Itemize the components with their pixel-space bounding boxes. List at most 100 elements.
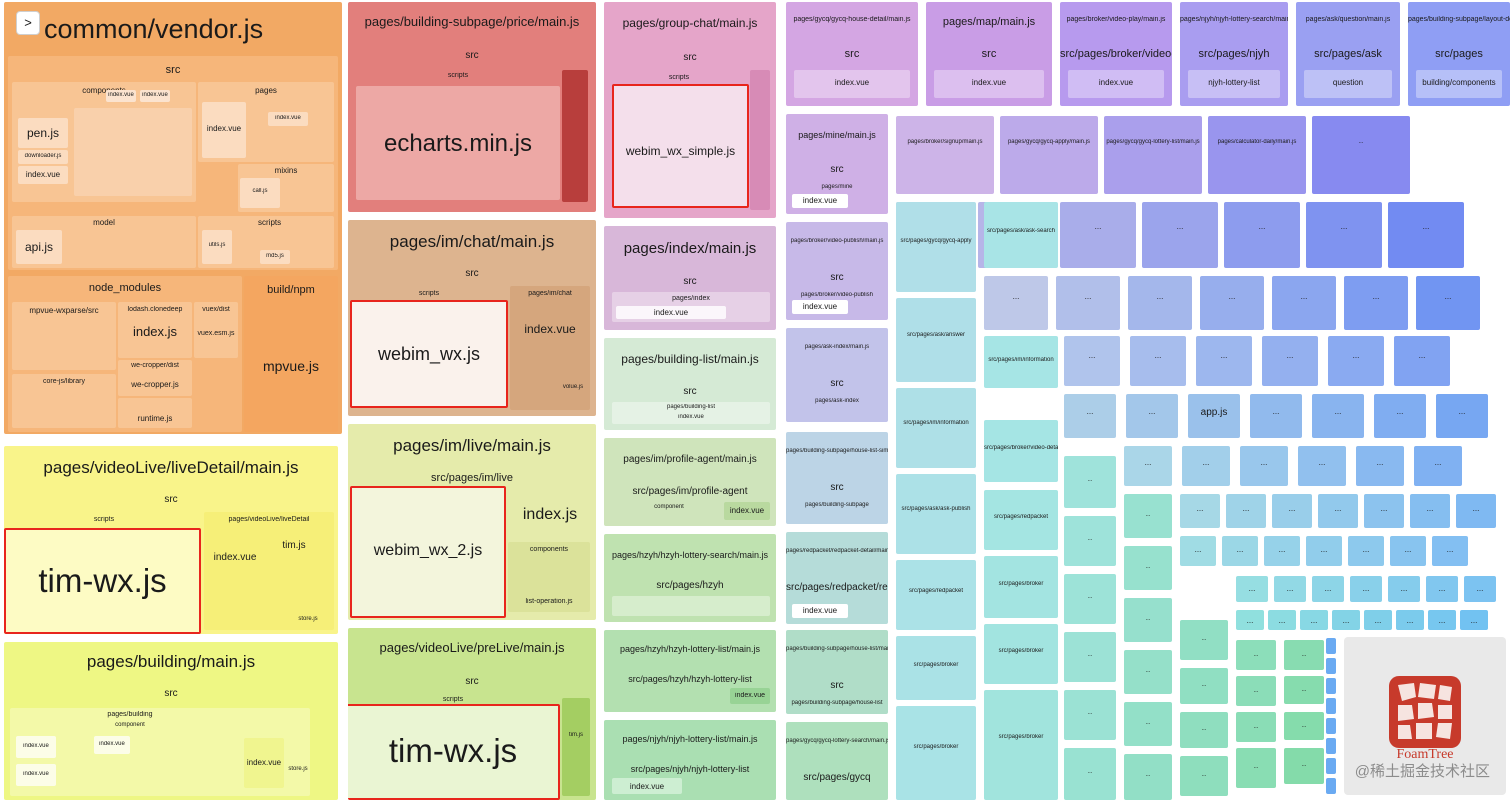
module-tile[interactable] xyxy=(1326,678,1336,694)
module-tile[interactable]: ... xyxy=(1124,494,1172,538)
bundle-hzyh-search[interactable]: pages/hzyh/hzyh-lottery-search/main.js s… xyxy=(604,534,776,622)
module-tile[interactable]: ... xyxy=(1432,536,1468,566)
module-tile[interactable]: ... xyxy=(1318,494,1358,528)
file-index-js[interactable]: index.js xyxy=(132,324,178,339)
module-tile[interactable]: ... xyxy=(1180,536,1216,566)
module-tile[interactable]: ... xyxy=(1128,276,1192,330)
file-tim-js[interactable]: tim.js xyxy=(282,540,306,551)
module-tile[interactable]: ... xyxy=(1328,336,1384,386)
module-tile[interactable]: ... xyxy=(1064,394,1116,438)
module-tile[interactable]: ... xyxy=(1064,632,1116,682)
module-tile[interactable]: ... xyxy=(1262,336,1318,386)
file-index-vue[interactable]: index.vue xyxy=(213,552,257,563)
module-tile[interactable]: ... xyxy=(1064,336,1120,386)
module-tile[interactable]: ... xyxy=(1268,610,1296,630)
tile-inner[interactable]: question xyxy=(1304,70,1392,98)
file-list-operation[interactable]: list-operation.js xyxy=(525,598,573,605)
folder-mpvue-wxparse[interactable]: mpvue-wxparse/src xyxy=(12,302,116,370)
module-tile[interactable]: ... xyxy=(1284,640,1324,670)
file-index-vue[interactable]: index.vue xyxy=(244,738,284,788)
file-mpvue-js[interactable]: mpvue.js xyxy=(262,358,320,374)
folder-vuex-dist[interactable]: vuex/dist vuex.esm.js xyxy=(194,302,238,358)
folder-we-cropper[interactable]: we-cropper/dist we-cropper.js xyxy=(118,360,192,396)
file-vuex-esm[interactable]: vuex.esm.js xyxy=(197,330,235,337)
bundle-building-list[interactable]: pages/building-list/main.js src pages/bu… xyxy=(604,338,776,430)
folder-build-npm[interactable]: build/npm mpvue.js xyxy=(244,276,338,432)
bundle-price[interactable]: pages/building-subpage/price/main.js src… xyxy=(348,2,596,212)
file-index-vue[interactable]: index.vue xyxy=(140,90,170,102)
module-tile[interactable] xyxy=(1326,658,1336,674)
file-index-vue[interactable]: index.vue xyxy=(18,166,68,184)
file-echarts-min-js[interactable]: echarts.min.js xyxy=(356,86,560,200)
folder-src[interactable]: src components pen.js downloader.js inde… xyxy=(8,56,338,270)
module-tile[interactable]: ... xyxy=(1388,576,1420,602)
file-index-vue[interactable]: index.vue xyxy=(268,112,308,126)
module-tile[interactable]: ... xyxy=(1124,650,1172,694)
module-tile[interactable]: ... xyxy=(1130,336,1186,386)
module-tile[interactable]: ... xyxy=(1356,446,1404,486)
tile-inner[interactable]: njyh-lottery-list xyxy=(1188,70,1280,98)
module-tile[interactable]: src/pages/redpacket xyxy=(896,560,976,630)
folder-mixins[interactable]: mixins call.js xyxy=(238,164,334,212)
tile-inner[interactable]: index.vue xyxy=(934,70,1044,98)
module-tile[interactable]: ... xyxy=(1284,676,1324,704)
module-tile[interactable]: ... xyxy=(1180,668,1228,704)
module-tile[interactable]: ... xyxy=(1064,690,1116,740)
module-tile[interactable]: ... xyxy=(1428,610,1456,630)
module-block[interactable] xyxy=(74,108,192,196)
module-tile[interactable]: ... xyxy=(1456,494,1496,528)
module-tile[interactable]: ... xyxy=(1464,576,1496,602)
module-tile[interactable]: ... xyxy=(1180,712,1228,748)
module-tile[interactable]: ... xyxy=(984,276,1048,330)
file-index-vue[interactable]: index.vue xyxy=(94,736,130,754)
module-tile[interactable]: ... xyxy=(1142,202,1218,268)
module-block[interactable] xyxy=(750,70,770,210)
bundle-building[interactable]: pages/building/main.js src pages/buildin… xyxy=(4,642,338,800)
module-tile[interactable]: ... xyxy=(1240,446,1288,486)
file-index-vue[interactable]: index.vue xyxy=(202,102,246,158)
file-store-js[interactable]: store.js xyxy=(288,766,308,772)
file-index-vue[interactable]: index.vue xyxy=(16,764,56,786)
module-tile[interactable]: ... xyxy=(1180,756,1228,796)
bundle-purple-5[interactable]: pages/building-subpage/layout-detail/mai… xyxy=(1408,2,1510,106)
module-tile[interactable]: src/pages/broker xyxy=(984,624,1058,684)
module-tile[interactable]: ... xyxy=(1056,276,1120,330)
folder-live-detail[interactable]: pages/videoLive/liveDetail index.vue tim… xyxy=(204,512,334,630)
module-tile[interactable]: ... xyxy=(1298,446,1346,486)
module-tile[interactable]: src/pages/broker/video-detail xyxy=(984,420,1058,482)
file-volue-js[interactable]: volue.js xyxy=(562,384,584,390)
module-tile[interactable] xyxy=(1326,778,1336,794)
folder-components[interactable]: components list-operation.js xyxy=(508,542,590,612)
tile-inner[interactable]: index.vue xyxy=(1068,70,1164,98)
file-tim-wx-js[interactable]: tim-wx.js xyxy=(348,704,560,800)
module-tile[interactable]: ... xyxy=(1284,712,1324,740)
module-tile[interactable]: ... xyxy=(1426,576,1458,602)
sidebar-toggle-button[interactable]: > xyxy=(16,11,40,35)
module-tile[interactable]: ... xyxy=(1064,748,1116,800)
folder-node-modules[interactable]: node_modules mpvue-wxparse/src lodash.cl… xyxy=(8,276,242,432)
module-tile[interactable]: pages/gycq/gycq-apply/main.js xyxy=(1000,116,1098,194)
module-tile[interactable]: ... xyxy=(1374,394,1426,438)
file-store-js[interactable]: store.js xyxy=(298,616,318,622)
file-md5-js[interactable]: md5.js xyxy=(260,250,290,264)
module-tile[interactable]: ... xyxy=(1348,536,1384,566)
bundle-mid-4[interactable]: pages/redpacket/redpacket-detail/main.js… xyxy=(786,532,888,624)
file-index-vue[interactable]: index.vue xyxy=(612,778,682,794)
file-we-cropper[interactable]: we-cropper.js xyxy=(131,380,179,389)
file-api-js[interactable]: api.js xyxy=(16,230,62,264)
module-tile[interactable]: ... xyxy=(1344,276,1408,330)
module-tile[interactable]: pages/gycq/gycq-lottery-list/main.js xyxy=(1104,116,1202,194)
module-tile[interactable]: ... xyxy=(1124,754,1172,800)
module-tile[interactable]: src/pages/broker xyxy=(984,690,1058,800)
module-tile[interactable]: pages/calculator-daily/main.js xyxy=(1208,116,1306,194)
module-tile[interactable]: ... xyxy=(1284,748,1324,784)
module-tile[interactable] xyxy=(1326,718,1336,734)
file-index-vue[interactable]: index.vue xyxy=(730,688,770,704)
module-tile[interactable]: pages/broker/signup/main.js xyxy=(896,116,994,194)
module-tile[interactable]: ... xyxy=(1250,394,1302,438)
module-tile[interactable]: ... xyxy=(1180,620,1228,660)
module-tile[interactable]: ... xyxy=(1124,446,1172,486)
module-tile[interactable]: ... xyxy=(1350,576,1382,602)
